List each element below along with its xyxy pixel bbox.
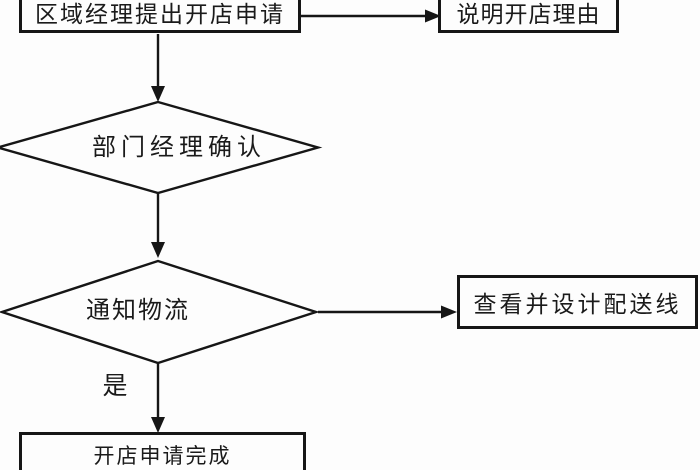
node-label-explain-reason: 说明开店理由 <box>456 1 601 27</box>
process-node-application-done: 开店申请完成 <box>19 432 306 470</box>
node-label-notify-logistics: 通知物流 <box>86 298 190 324</box>
edge-label-yes: 是 <box>102 373 128 400</box>
arrowhead-submit-to-confirm <box>151 86 165 102</box>
process-node-explain-reason: 说明开店理由 <box>438 0 619 33</box>
arrowhead-notify-to-done <box>151 417 165 433</box>
node-label-design-route: 查看并设计配送线 <box>473 292 682 317</box>
node-label-submit-application: 区域经理提出开店申请 <box>35 2 285 27</box>
arrowhead-submit-to-reason <box>425 9 441 23</box>
process-node-design-route: 查看并设计配送线 <box>457 275 698 329</box>
arrowhead-notify-to-design <box>441 305 457 319</box>
process-node-submit-application: 区域经理提出开店申请 <box>19 0 301 33</box>
node-label-application-done: 开店申请完成 <box>93 443 232 468</box>
node-label-manager-confirm: 部门经理确认 <box>92 135 266 161</box>
arrowhead-confirm-to-notify <box>151 242 165 258</box>
